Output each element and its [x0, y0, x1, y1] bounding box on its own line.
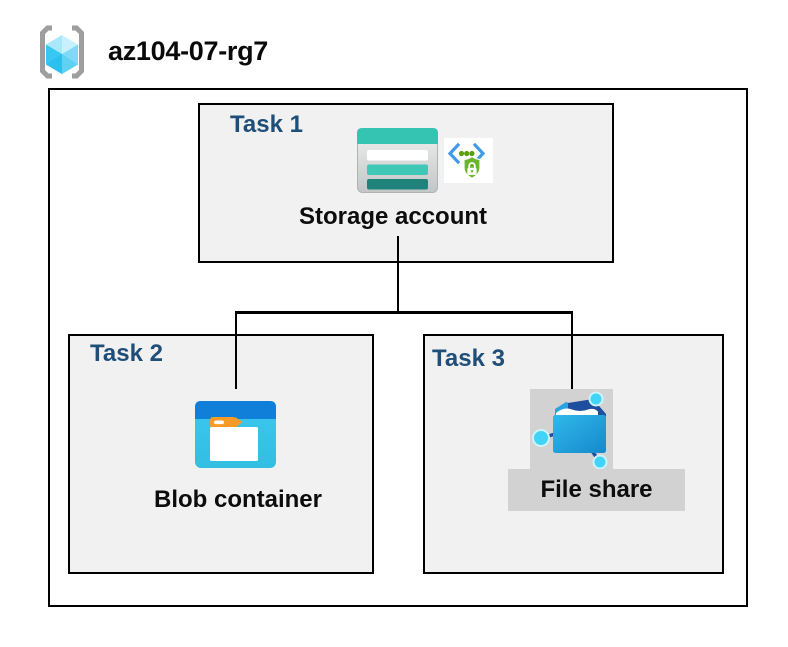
task3-content: Task 3 [423, 334, 724, 574]
connector-to-fileshare [570, 311, 573, 389]
connector-to-blob [234, 311, 237, 389]
task1-content: Task 1 [198, 103, 614, 263]
task3-label: Task 3 [432, 345, 505, 372]
blob-container-label: Blob container [153, 486, 322, 513]
file-share-highlight-block [530, 389, 613, 470]
resource-group-icon [37, 24, 87, 80]
file-share-icon [530, 389, 613, 470]
task2-content: Task 2 Blob container [68, 334, 374, 574]
resource-group-title: az104-07-rg7 [108, 36, 268, 66]
storage-account-label: Storage account [298, 203, 488, 230]
file-share-label-block: File share [508, 469, 685, 511]
blob-container-icon [195, 401, 276, 468]
connector-horizontal [234, 311, 573, 314]
task1-label: Task 1 [230, 111, 303, 138]
sas-lock-icon [444, 138, 493, 183]
file-share-label: File share [540, 476, 653, 503]
connector-storage-stem [396, 236, 399, 313]
task2-label: Task 2 [90, 340, 163, 367]
storage-account-icon [357, 128, 438, 193]
